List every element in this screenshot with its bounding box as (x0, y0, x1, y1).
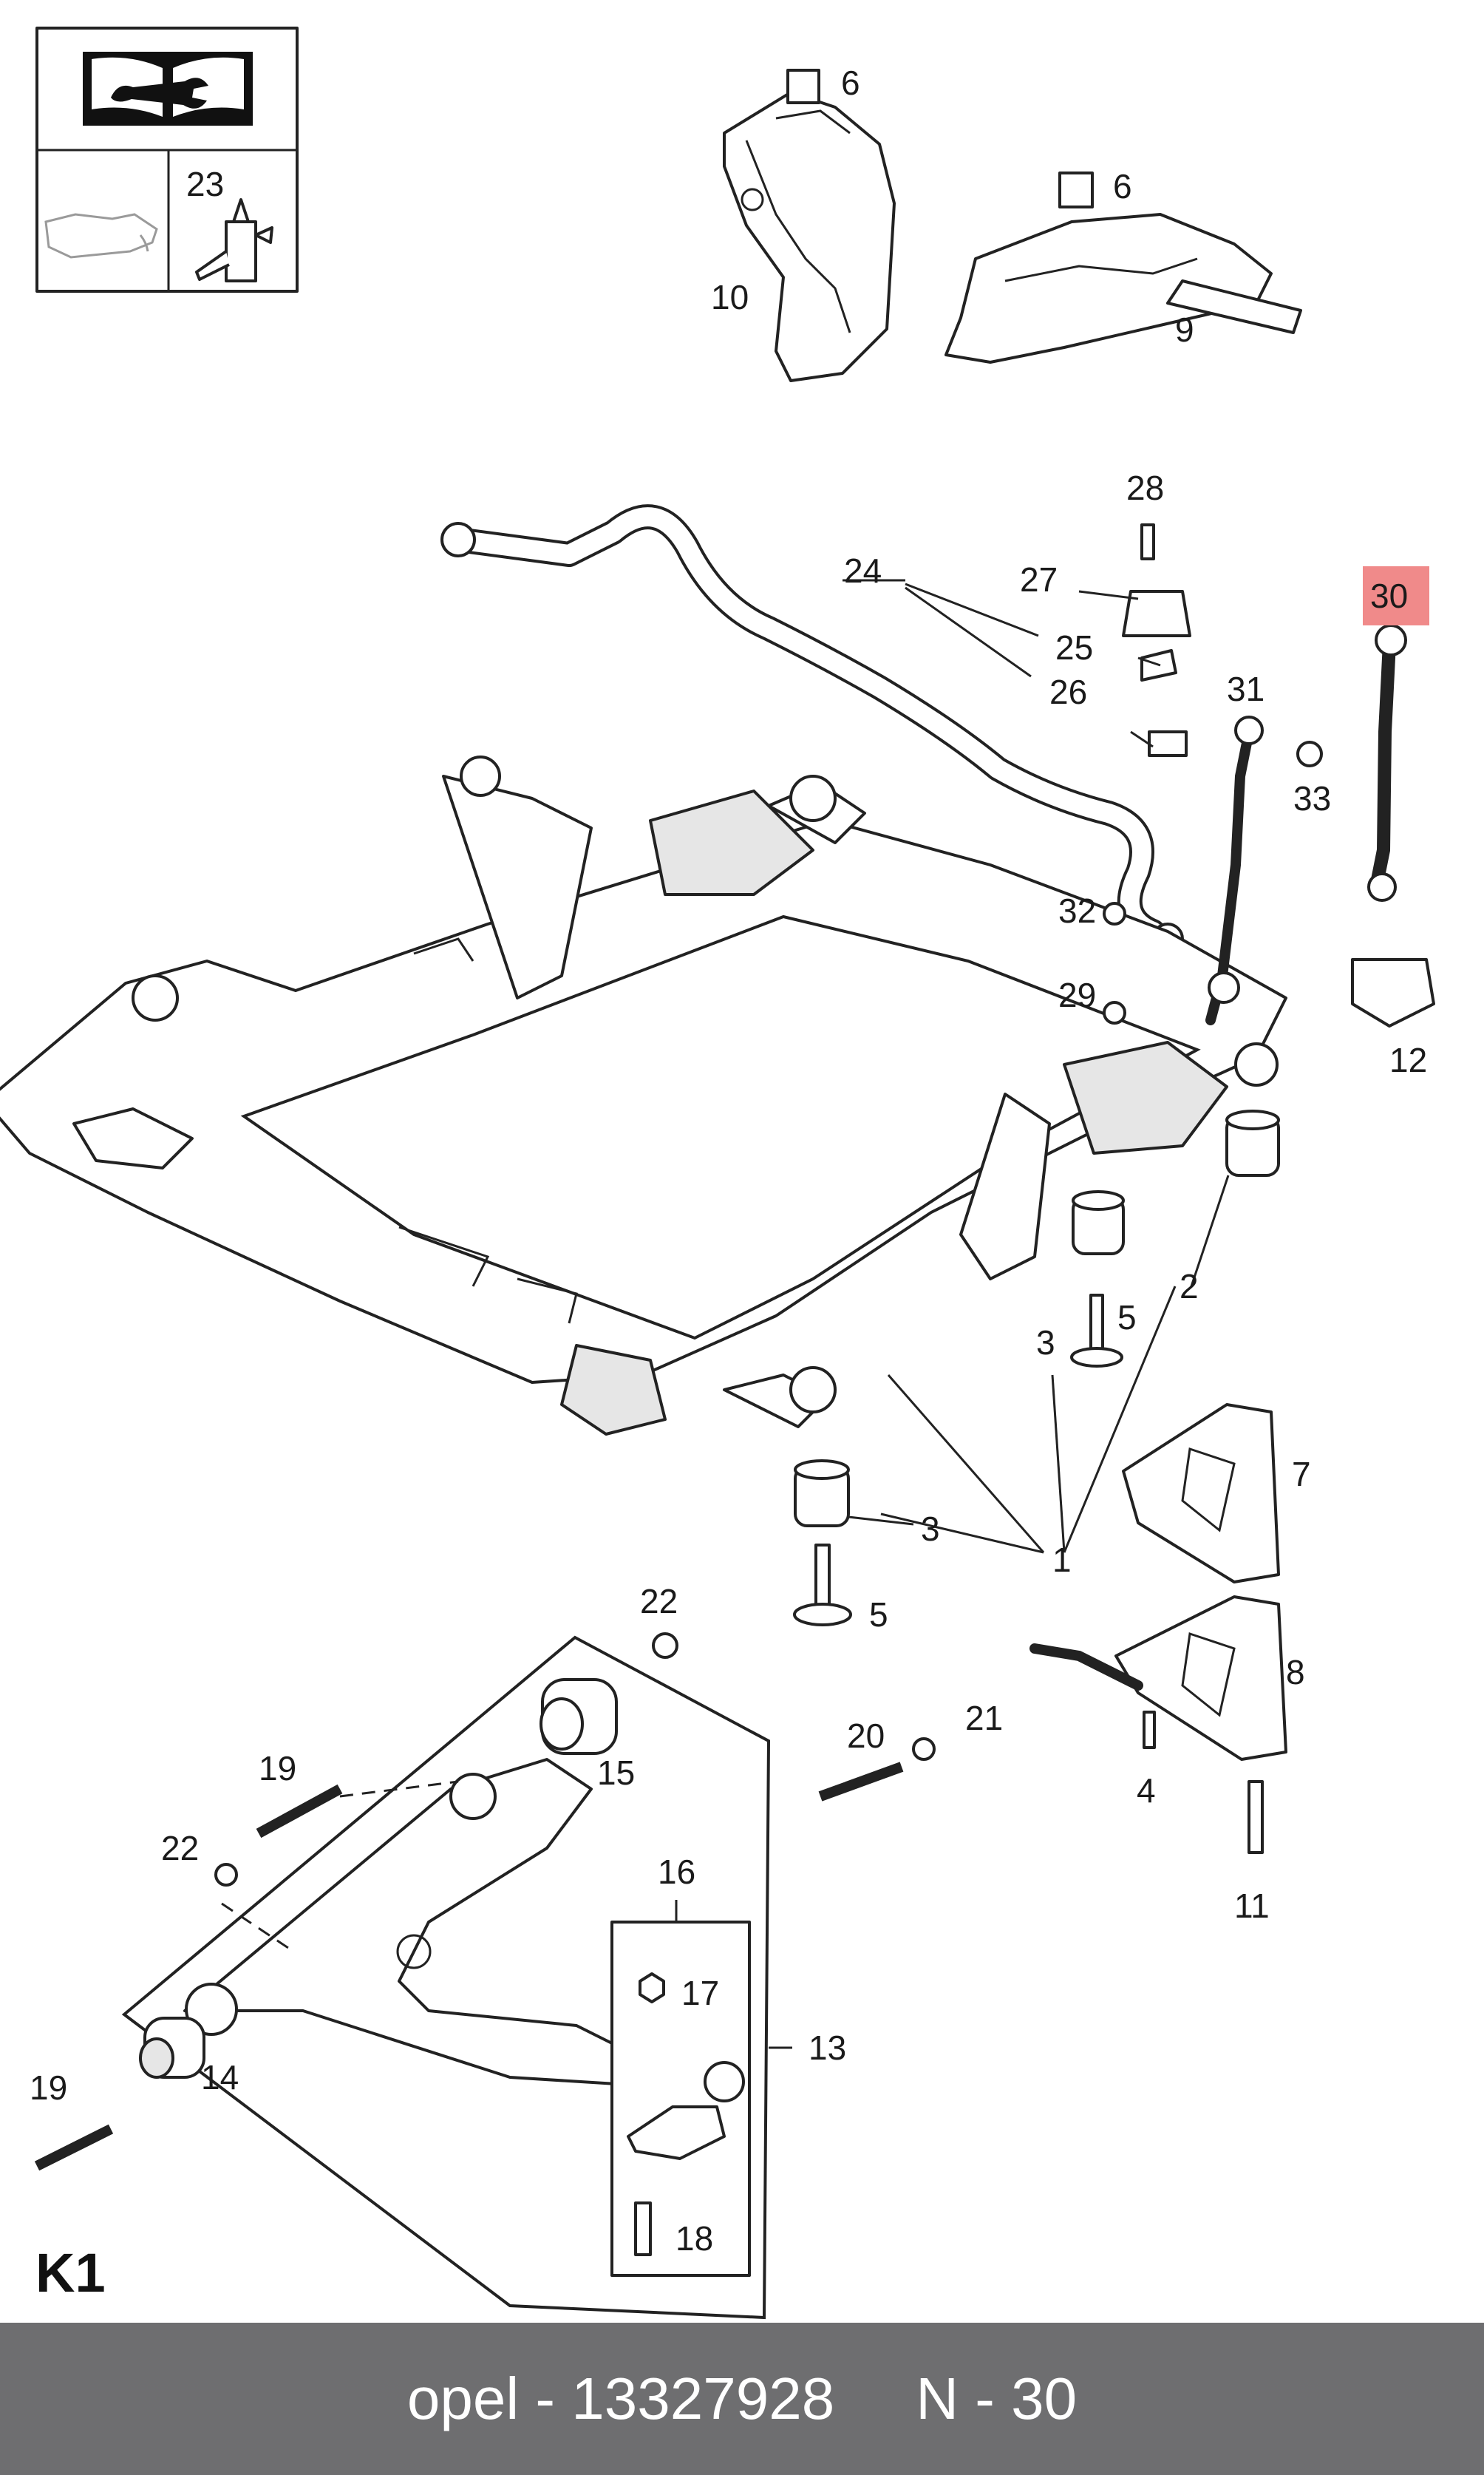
part-9-shield (944, 172, 1302, 364)
label-7: 7 (1292, 1455, 1311, 1493)
label-26: 26 (1049, 673, 1087, 711)
manual-wrench-icon (83, 52, 253, 126)
part-8-bracket (1029, 1595, 1287, 1761)
label-17: 17 (681, 1974, 719, 2012)
label-11: 11 (1234, 1887, 1270, 1925)
label-21: 21 (965, 1699, 1003, 1737)
part-32-nut (1103, 902, 1126, 926)
label-16: 16 (658, 1853, 695, 1891)
label-19a: 19 (259, 1749, 296, 1788)
part-2-bushing (1225, 1110, 1280, 1177)
part-3-bushing-upper (1072, 1190, 1125, 1255)
label-20: 20 (847, 1717, 885, 1755)
label-33: 33 (1293, 779, 1331, 818)
label-8: 8 (1286, 1653, 1305, 1691)
label-3b: 3 (921, 1510, 940, 1548)
label-10: 10 (711, 278, 749, 316)
part-21-nut (912, 1737, 936, 1761)
label-4: 4 (1137, 1771, 1156, 1810)
label-24: 24 (844, 551, 882, 590)
part-28-bolt (1140, 523, 1155, 560)
leader-lines (675, 579, 1230, 2049)
part-15-bushing (540, 1678, 618, 1755)
part-16-balljoint (627, 2061, 745, 2160)
part-20-bolt (818, 1762, 904, 1802)
section-label-k1: K1 (35, 2242, 106, 2303)
control-arm-group (34, 1635, 771, 2320)
subframe (0, 756, 1287, 1436)
label-28: 28 (1126, 469, 1164, 507)
footer-reference: N - 30 (916, 2366, 1078, 2431)
part-19-bolt-upper (256, 1784, 343, 1839)
label-19b: 19 (30, 2068, 67, 2107)
part-17-nut (639, 1972, 665, 2003)
label-25: 25 (1055, 628, 1093, 667)
label-12: 12 (1389, 1041, 1427, 1079)
part-31-stabilizer-link (1205, 716, 1264, 1025)
label-3a: 3 (1036, 1323, 1055, 1362)
part-33-nut (1296, 741, 1323, 767)
parts-diagram: 23 (0, 27, 1435, 2320)
label-29: 29 (1058, 976, 1096, 1014)
part-18-bolt (634, 2201, 652, 2256)
oil-drain-icon (44, 213, 158, 259)
label-1: 1 (1052, 1541, 1072, 1579)
label-32: 32 (1058, 892, 1096, 930)
label-9: 9 (1175, 310, 1194, 349)
part-14-bushing (139, 2017, 205, 2079)
part-5-bolt-lower (793, 1544, 852, 1626)
label-5b: 5 (869, 1595, 888, 1634)
label-5a: 5 (1117, 1298, 1137, 1337)
part-29-stud (1103, 1001, 1126, 1025)
footer-bar: opel - 13327928 N - 30 (0, 2323, 1484, 2475)
part-4-bolt (1143, 1711, 1156, 1749)
label-22b: 22 (161, 1829, 199, 1867)
label-13: 13 (809, 2028, 846, 2067)
label-31: 31 (1227, 670, 1265, 708)
highlight-box-30 (1363, 566, 1429, 625)
part-19-bolt-lower (34, 2124, 114, 2171)
label-23: 23 (186, 165, 224, 203)
label-22a: 22 (640, 1582, 678, 1620)
dash-line-arm (221, 1902, 289, 1949)
part-7-bracket (1122, 1403, 1280, 1583)
legend-box: 23 (35, 27, 299, 293)
part-3-bushing-lower (794, 1459, 850, 1527)
part-12-cover (1351, 958, 1435, 1028)
part-22-nut-right (652, 1632, 678, 1659)
dash-line-bolt (339, 1780, 459, 1798)
part-10-shield (723, 69, 896, 382)
part-22-nut-left (214, 1863, 238, 1887)
label-18: 18 (675, 2219, 713, 2258)
label-30: 30 (1370, 577, 1408, 615)
label-15: 15 (597, 1753, 635, 1792)
part-5-bolt-upper (1070, 1294, 1123, 1368)
lubricant-bottle-icon (195, 198, 273, 282)
part-27-clamp (1122, 590, 1191, 637)
part-26-bushing (1148, 730, 1188, 757)
part-11-bolt (1248, 1780, 1264, 1854)
label-6b: 6 (1113, 167, 1132, 206)
part-30-stabilizer-link (1367, 624, 1407, 902)
label-6a: 6 (841, 64, 860, 102)
label-2: 2 (1180, 1267, 1199, 1306)
label-27: 27 (1020, 560, 1058, 599)
footer-part-number: opel - 13327928 (406, 2366, 835, 2431)
label-14: 14 (201, 2058, 239, 2097)
